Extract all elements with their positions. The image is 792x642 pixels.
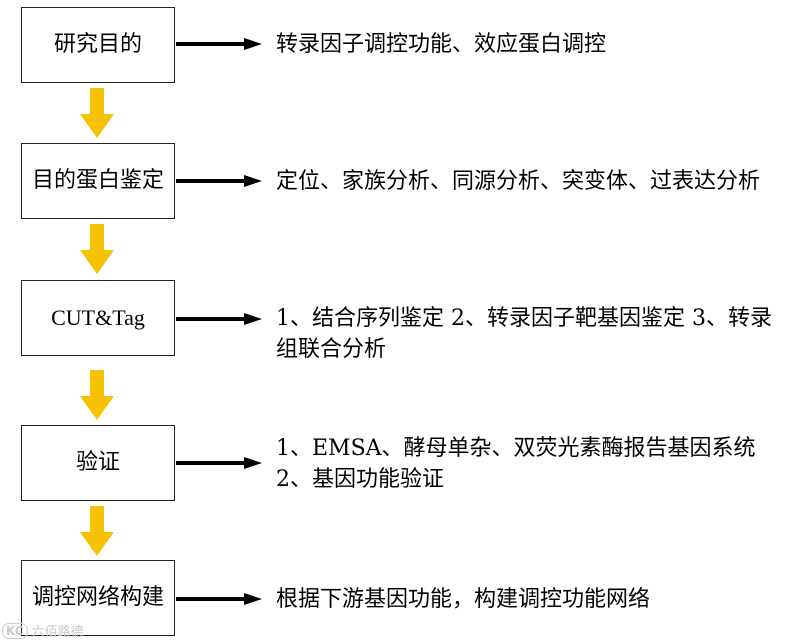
step-label: 目的蛋白鉴定 bbox=[31, 168, 164, 193]
down-arrow-icon bbox=[80, 224, 114, 274]
step-description: 根据下游基因功能，构建调控功能网络 bbox=[276, 587, 651, 612]
step-box-validation: 验证 bbox=[21, 425, 175, 501]
down-arrow-icon bbox=[80, 506, 114, 556]
step-label: 调控网络构建 bbox=[31, 585, 164, 610]
step-box-research-purpose: 研究目的 bbox=[21, 7, 175, 83]
step-description: 1、结合序列鉴定 2、转录因子靶基因鉴定 3、转录组联合分析 bbox=[276, 306, 772, 362]
right-arrow-icon bbox=[176, 313, 262, 325]
step-label: 研究目的 bbox=[53, 32, 142, 57]
step-box-regulatory-network-construction: 调控网络构建 bbox=[21, 560, 175, 636]
step-box-target-protein-identification: 目的蛋白鉴定 bbox=[21, 143, 175, 219]
down-arrow-icon bbox=[80, 370, 114, 420]
right-arrow-icon bbox=[176, 38, 262, 50]
step-label: 验证 bbox=[75, 450, 120, 475]
watermark-logo: KC bbox=[2, 622, 28, 639]
watermark-text: 六佰路德 bbox=[31, 625, 84, 640]
right-arrow-icon bbox=[176, 175, 262, 187]
watermark: KC 六佰路德 bbox=[2, 621, 84, 640]
right-arrow-icon bbox=[176, 457, 262, 469]
down-arrow-icon bbox=[80, 88, 114, 138]
step-description: 转录因子调控功能、效应蛋白调控 bbox=[276, 32, 607, 57]
step-description: 1、EMSA、酵母单杂、双荧光素酶报告基因系统 2、基因功能验证 bbox=[276, 436, 778, 492]
step-label: CUT&Tag bbox=[51, 305, 145, 330]
right-arrow-icon bbox=[176, 593, 262, 605]
step-box-cut-and-tag: CUT&Tag bbox=[21, 280, 175, 356]
step-description: 定位、家族分析、同源分析、突变体、过表达分析 bbox=[276, 169, 761, 194]
